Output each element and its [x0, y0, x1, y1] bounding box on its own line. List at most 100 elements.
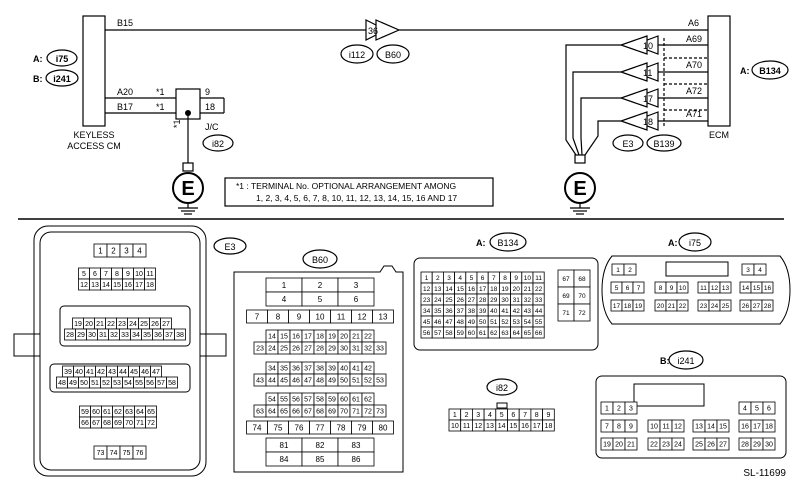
e3-pin-54: 54 — [124, 380, 132, 387]
b134-pin-71: 71 — [562, 310, 570, 317]
b60-pin-67: 67 — [304, 409, 312, 416]
i241-pin-20: 20 — [615, 442, 623, 449]
b60-pin-58: 58 — [316, 397, 324, 404]
b60-pin-61: 61 — [352, 397, 360, 404]
e3-housing — [13, 225, 227, 477]
e3-pin-46: 46 — [141, 369, 149, 376]
i241-pin-12: 12 — [674, 424, 682, 431]
i75-pin-1: 1 — [616, 267, 620, 274]
i241-pin-cell — [762, 437, 776, 451]
b60-pin-10: 10 — [316, 312, 325, 321]
i75-pin-26: 26 — [742, 303, 750, 310]
b60-pin-85: 85 — [316, 455, 325, 464]
b134-pin-30: 30 — [501, 297, 509, 304]
i75-pin-6: 6 — [626, 285, 630, 292]
i75-pin-11: 11 — [700, 285, 707, 292]
e3-pin-58: 58 — [168, 380, 176, 387]
b60-pin-41: 41 — [352, 366, 360, 373]
b60-pin-53: 53 — [376, 378, 384, 385]
i241-pin-26: 26 — [707, 442, 715, 449]
i82-pin-12: 12 — [474, 423, 482, 430]
b60-pin-44: 44 — [268, 378, 276, 385]
b60-pin-59: 59 — [328, 397, 336, 404]
ecm-inline-pin-2: 11 — [643, 68, 652, 78]
i75-pin-cell — [761, 299, 774, 312]
e3-pin-38: 38 — [176, 332, 184, 339]
b134-pin-54: 54 — [524, 319, 532, 326]
e3-pin-37: 37 — [165, 332, 173, 339]
b134-pin-27: 27 — [468, 297, 476, 304]
e3-pin-26: 26 — [151, 321, 159, 328]
b60-pin-57: 57 — [304, 397, 312, 404]
b134-pin-4: 4 — [458, 275, 462, 282]
i241-pin-25: 25 — [695, 442, 703, 449]
e3-pin-75: 75 — [123, 450, 131, 457]
i241-pin-1: 1 — [605, 406, 609, 413]
b134-pin-24: 24 — [434, 297, 442, 304]
b60-pin-7: 7 — [255, 312, 260, 321]
b134-pin-57: 57 — [434, 330, 442, 337]
i75-pin-cell — [676, 299, 689, 312]
jc-pin-18: 18 — [205, 102, 215, 112]
i75-pin-13: 13 — [722, 285, 730, 292]
pin-a6: A6 — [688, 18, 699, 28]
b60-pin-11: 11 — [337, 312, 346, 321]
ecm-inline-pin-4: 18 — [643, 117, 653, 127]
b60-pin-86: 86 — [352, 455, 361, 464]
b134-name: B134 — [497, 238, 518, 248]
i241-pin-10: 10 — [650, 424, 658, 431]
e3-pin-5: 5 — [82, 271, 86, 278]
i241-prefix: B: — [660, 356, 670, 366]
b60-pin-21: 21 — [352, 334, 360, 341]
ecm-pin-a70: A70 — [686, 60, 702, 70]
b60-pin-12: 12 — [358, 312, 367, 321]
i75-pin-cell — [632, 299, 645, 312]
e3-pin-69: 69 — [114, 420, 122, 427]
i241-pin-16: 16 — [741, 424, 749, 431]
b134-pin-49: 49 — [468, 319, 476, 326]
i241-pin-22: 22 — [650, 442, 658, 449]
e3-pin-4: 4 — [137, 246, 142, 255]
i82-pin-6: 6 — [511, 412, 515, 419]
e3-pin-cell — [166, 376, 178, 389]
i241-pin-cell — [762, 401, 776, 415]
i241-pin-24: 24 — [674, 442, 682, 449]
i75-pin-16: 16 — [764, 285, 772, 292]
note-line-2: 1, 2, 3, 4, 5, 6, 7, 8, 10, 11, 12, 13, … — [256, 193, 457, 203]
b134-pin-15: 15 — [457, 286, 465, 293]
jc-label: J/C — [205, 122, 219, 132]
b60-pin-23: 23 — [256, 346, 264, 353]
left-unit-label-1: KEYLESS — [73, 130, 114, 140]
i75-pin-17: 17 — [613, 303, 621, 310]
e3-pin-28: 28 — [66, 332, 74, 339]
b60-pin-51: 51 — [352, 378, 360, 385]
i82-tab — [496, 402, 508, 409]
e3-pin-61: 61 — [103, 409, 111, 416]
i75-pin-cell — [676, 281, 689, 294]
e3-pin-21: 21 — [96, 321, 104, 328]
b134-pin-62: 62 — [490, 330, 498, 337]
b60-pin-19: 19 — [328, 334, 336, 341]
b134-pin-47: 47 — [445, 319, 453, 326]
b60-pin-26: 26 — [292, 346, 300, 353]
i241-pin-21: 21 — [627, 442, 635, 449]
b134-pin-67: 67 — [562, 276, 570, 283]
i82-pin-7: 7 — [523, 412, 527, 419]
e3-pin-63: 63 — [125, 409, 133, 416]
i75-pin-4: 4 — [758, 267, 762, 274]
i75-pin-3: 3 — [746, 267, 750, 274]
b134-pin-69: 69 — [562, 293, 570, 300]
b134-pin-42: 42 — [513, 308, 521, 315]
e3-pin-32: 32 — [110, 332, 118, 339]
e3-pin-35: 35 — [143, 332, 151, 339]
jc-junction-dot — [185, 110, 191, 116]
i241-pin-cell — [624, 437, 638, 451]
i75-pin-2: 2 — [628, 267, 632, 274]
e3-pin-74: 74 — [110, 450, 118, 457]
b134-pin-11: 11 — [535, 275, 542, 282]
i75-pin-15: 15 — [753, 285, 761, 292]
i75-name: i75 — [689, 238, 701, 248]
pin-b17: B17 — [117, 102, 133, 112]
e3-pin-72: 72 — [147, 420, 155, 427]
